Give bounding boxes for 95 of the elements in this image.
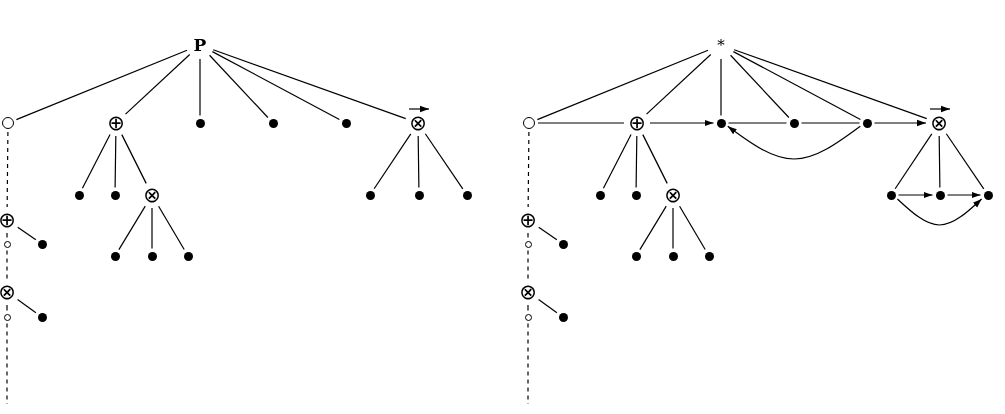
tree-edge (151, 207, 153, 250)
leaf-dot (110, 251, 120, 261)
tree-edge (211, 51, 340, 121)
leaf-dot (365, 190, 375, 200)
leaf-dot (110, 190, 120, 200)
arrow (873, 119, 927, 127)
tree-edge (645, 53, 712, 115)
tree-edge (679, 205, 706, 251)
leaf-dot (862, 118, 872, 128)
dashed-line (6, 131, 9, 208)
tree-edge (536, 49, 709, 121)
open-circle-node (2, 117, 14, 129)
tree-edge (538, 226, 558, 241)
tree-edge (538, 298, 558, 314)
leaf-dot (195, 118, 205, 128)
open-circle-node (3, 240, 11, 248)
tree-edge (727, 122, 788, 124)
tree-edge (17, 226, 37, 241)
arrow (649, 119, 715, 127)
tree-edge (537, 122, 625, 124)
operator-symbol: ⊗ (0, 281, 18, 303)
tree-edge (733, 49, 928, 120)
tree-edge (945, 133, 985, 190)
leaf-dot (704, 251, 714, 261)
leaf-dot (886, 190, 896, 200)
operator-symbol: ⊗ (141, 184, 163, 206)
tree-edge (729, 54, 790, 119)
dashed-line (527, 249, 529, 280)
operator-symbol: ⊗ (517, 281, 539, 303)
tree-edge (894, 133, 933, 190)
tree-edge (121, 134, 147, 184)
leaf-dot (631, 251, 641, 261)
arrow (897, 191, 934, 199)
leaf-dot (558, 312, 568, 322)
tree-edge (16, 298, 37, 314)
leaf-dot (268, 118, 278, 128)
tree-edge (672, 207, 674, 250)
leaf-dot (37, 312, 47, 322)
leaf-dot (935, 190, 945, 200)
operator-symbol: ⊕ (517, 209, 539, 231)
leaf-dot (462, 190, 472, 200)
open-circle-node (524, 313, 532, 321)
leaf-dot (983, 190, 993, 200)
tree-edge (212, 49, 407, 120)
tree-edge (635, 135, 638, 189)
operator-symbol: ⊗ (407, 112, 429, 134)
leaf-dot (595, 190, 605, 200)
tree-edge (527, 304, 529, 312)
operator-symbol: ⊕ (0, 209, 18, 231)
leaf-dot (183, 251, 193, 261)
leaf-dot (789, 118, 799, 128)
operator-symbol: ⊕ (105, 112, 127, 134)
leaf-dot (716, 118, 726, 128)
tree-edge (424, 133, 464, 190)
leaf-dot (558, 239, 568, 249)
operator-symbol: ⊗ (662, 184, 684, 206)
tree-edge (114, 135, 117, 189)
root-label: * (710, 34, 732, 56)
leaf-dot (414, 190, 424, 200)
tree-edge (81, 133, 111, 189)
leaf-dot (147, 251, 157, 261)
open-circle-node (524, 240, 532, 248)
tree-edge (417, 135, 420, 189)
leaf-dot (37, 239, 47, 249)
leaf-dot (74, 190, 84, 200)
operator-symbol: ⊕ (626, 112, 648, 134)
arrow (727, 125, 861, 160)
dashed-line (6, 249, 8, 280)
tree-edge (373, 133, 412, 190)
open-circle-node (3, 313, 11, 321)
tree-edge (6, 232, 8, 239)
tree-edge (527, 232, 529, 239)
arrow (896, 198, 983, 226)
leaf-dot (668, 251, 678, 261)
tree-edge (124, 53, 191, 115)
tree-edge (118, 205, 146, 251)
open-circle-node (523, 117, 535, 129)
tree-edge (800, 122, 861, 124)
tree-edge (15, 49, 188, 121)
operator-symbol: ⊗ (928, 112, 950, 134)
arrow (946, 191, 982, 199)
tree-edge (602, 133, 632, 189)
tree-edge (639, 205, 667, 251)
leaf-dot (631, 190, 641, 200)
dashed-line (527, 131, 530, 208)
tree-edge (732, 51, 861, 121)
root-label: P (189, 34, 211, 56)
tree-edge (6, 304, 8, 312)
tree-edge (199, 58, 201, 117)
tree-edge (938, 135, 941, 189)
tree-edge (208, 54, 269, 119)
leaf-dot (341, 118, 351, 128)
tree-edge (642, 134, 668, 184)
tree-edge (720, 58, 722, 117)
tree-edge (158, 205, 185, 251)
